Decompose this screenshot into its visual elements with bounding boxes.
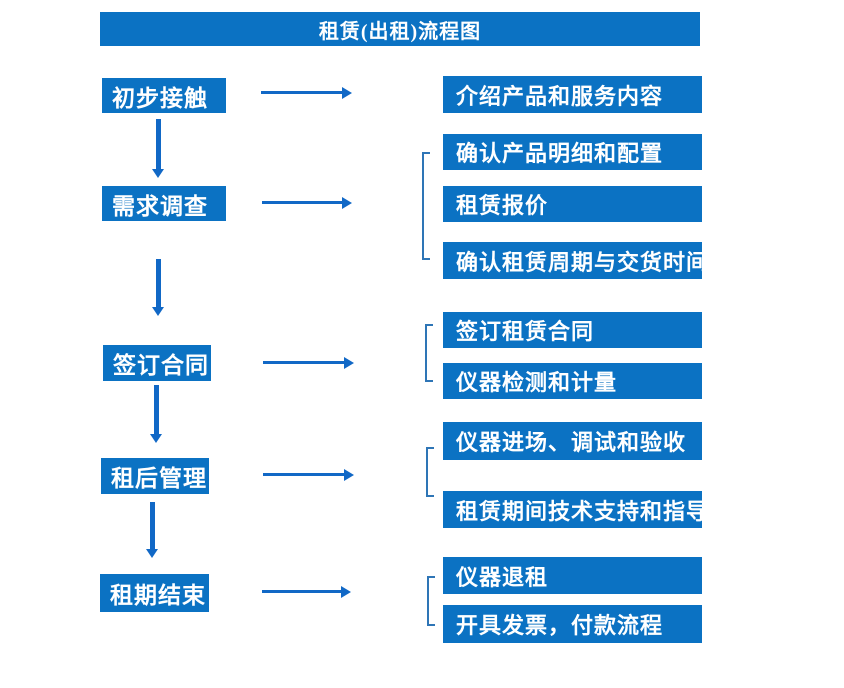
arrow-head: [150, 434, 162, 443]
flow-step-post-rental-management: 租后管理: [101, 458, 209, 494]
arrow-shaft: [263, 361, 345, 364]
output-label: 仪器退租: [456, 564, 549, 590]
output-confirm-product-details: 确认产品明细和配置: [443, 134, 702, 170]
arrow-shaft: [263, 473, 345, 476]
arrow-right-icon: [263, 357, 354, 369]
bracket-connector-sign-contract-outputs: [425, 324, 433, 382]
flow-step-demand-survey: 需求调查: [102, 186, 226, 221]
output-introduce-products-services: 介绍产品和服务内容: [443, 76, 702, 113]
output-sign-rental-contract: 签订租赁合同: [443, 312, 702, 348]
arrow-right-icon: [262, 586, 351, 598]
diagram-title-bar: 租赁(出租)流程图: [100, 12, 700, 46]
flow-step-sign-contract: 签订合同: [103, 345, 211, 381]
output-label: 租赁报价: [456, 193, 549, 218]
arrow-shaft: [262, 590, 342, 593]
arrow-right-icon: [261, 87, 352, 99]
arrow-right-icon: [262, 197, 352, 209]
arrow-head: [344, 469, 354, 481]
arrow-head: [342, 87, 352, 99]
arrow-down-icon: [152, 119, 164, 178]
output-rental-tech-support: 租赁期间技术支持和指导: [443, 491, 708, 528]
output-instrument-return: 仪器退租: [443, 557, 702, 594]
arrow-down-icon: [152, 259, 164, 316]
arrow-shaft: [149, 502, 155, 550]
output-invoice-payment: 开具发票，付款流程: [443, 605, 702, 643]
bracket-connector-post-rental-outputs: [426, 447, 434, 497]
flow-step-label: 需求调查: [112, 193, 208, 219]
output-instrument-testing-metrology: 仪器检测和计量: [443, 363, 702, 399]
arrow-head: [146, 549, 158, 558]
arrow-head: [341, 586, 351, 598]
flow-step-rental-end: 租期结束: [100, 574, 209, 612]
arrow-shaft: [155, 259, 161, 308]
output-label: 开具发票，付款流程: [456, 613, 664, 638]
output-label: 确认产品明细和配置: [456, 141, 664, 166]
arrow-down-icon: [150, 385, 162, 443]
arrow-shaft: [153, 385, 159, 435]
output-label: 仪器检测和计量: [456, 370, 618, 395]
arrow-right-icon: [263, 469, 354, 481]
flow-step-label: 租后管理: [111, 466, 207, 491]
arrow-shaft: [261, 91, 343, 94]
bracket-connector-demand-survey-outputs: [422, 152, 430, 260]
flow-step-label: 租期结束: [110, 583, 206, 608]
output-label: 仪器进场、调试和验收: [456, 430, 687, 455]
arrow-head: [152, 169, 164, 178]
arrow-head: [344, 357, 354, 369]
output-label: 介绍产品和服务内容: [456, 83, 664, 109]
arrow-head: [152, 307, 164, 316]
arrow-shaft: [155, 119, 161, 170]
diagram-title: 租赁(出租)流程图: [318, 20, 482, 43]
flow-step-label: 签订合同: [113, 353, 209, 378]
flow-step-label: 初步接触: [112, 85, 208, 111]
flow-step-initial-contact: 初步接触: [102, 78, 226, 113]
output-label: 确认租赁周期与交货时间: [456, 249, 710, 275]
output-label: 租赁期间技术支持和指导: [456, 498, 710, 524]
arrow-shaft: [262, 201, 343, 204]
output-rental-quotation: 租赁报价: [443, 186, 702, 222]
output-instrument-arrival-acceptance: 仪器进场、调试和验收: [443, 422, 702, 460]
output-confirm-rental-period-delivery: 确认租赁周期与交货时间: [443, 242, 708, 279]
arrow-down-icon: [146, 502, 158, 558]
arrow-head: [342, 197, 352, 209]
output-label: 签订租赁合同: [456, 319, 595, 344]
bracket-connector-rental-end-outputs: [427, 576, 435, 626]
